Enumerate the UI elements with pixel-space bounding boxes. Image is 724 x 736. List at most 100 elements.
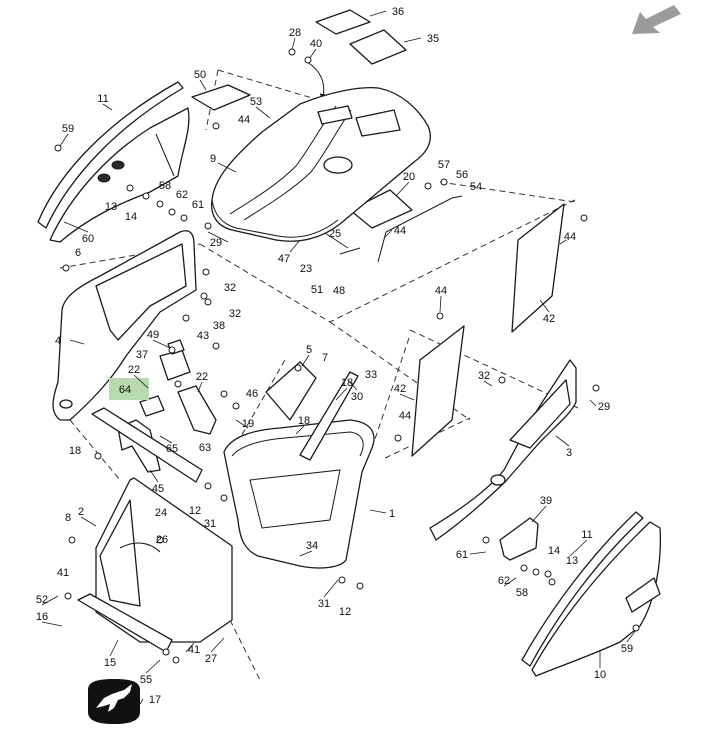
- callout-label: 35: [427, 33, 439, 45]
- grille-20: [349, 189, 413, 229]
- bracket-39: [499, 517, 539, 561]
- leader-line: [109, 639, 119, 657]
- callout-label: 14: [125, 211, 137, 223]
- callout-label: 50: [194, 69, 206, 81]
- callout-label: 17: [149, 694, 161, 706]
- leader-line: [149, 469, 159, 483]
- leader-line: [145, 659, 161, 674]
- callout-label: 11: [581, 529, 592, 541]
- fastener: [436, 312, 444, 320]
- callout-label: 12: [189, 505, 201, 517]
- callout-label: 27: [205, 653, 217, 665]
- fastener: [62, 264, 70, 272]
- callout-label: 5: [306, 344, 312, 356]
- leader-line: [335, 387, 348, 401]
- callout-label: 18: [69, 445, 81, 457]
- fastener: [304, 56, 312, 64]
- fastener: [126, 184, 134, 192]
- fastener: [482, 536, 490, 544]
- callout-label: 28: [289, 27, 301, 39]
- callout-label: 41: [57, 567, 69, 579]
- fastener: [544, 570, 552, 578]
- callout-label: 45: [152, 483, 164, 495]
- deer-logo-icon: [88, 679, 140, 724]
- callout-label: 43: [197, 330, 209, 342]
- callout-label: 62: [498, 575, 510, 587]
- callout-label: 26: [156, 534, 168, 546]
- leader-line: [139, 698, 144, 705]
- plate-64: [139, 395, 165, 417]
- leader-line: [301, 354, 310, 367]
- callout-label: 23: [300, 263, 312, 275]
- leader-line: [197, 381, 203, 393]
- fastener: [632, 624, 640, 632]
- callout-label: 7: [322, 352, 328, 364]
- callout-label: 51: [311, 284, 323, 296]
- fastener: [202, 268, 210, 276]
- callout-label: 4: [55, 335, 61, 347]
- callout-label: 18: [298, 415, 310, 427]
- leader-line: [210, 637, 225, 653]
- callout-label: 29: [210, 237, 222, 249]
- leader-line: [559, 239, 567, 245]
- fastener: [204, 482, 212, 490]
- leader-line: [235, 419, 249, 429]
- callout-label: 3: [566, 447, 572, 459]
- install-arrow: [306, 61, 328, 102]
- grille-36: [315, 9, 371, 35]
- fastener: [204, 222, 212, 230]
- callout-label: 44: [394, 225, 406, 237]
- leader-line: [399, 393, 415, 401]
- callout-label: 32: [229, 308, 241, 320]
- leader-line: [369, 10, 387, 17]
- callout-label: 52: [36, 594, 48, 606]
- hood-emblem: [323, 156, 353, 174]
- callout-label: 13: [105, 201, 117, 213]
- fastener: [592, 384, 600, 392]
- leader-line: [63, 221, 89, 233]
- leader-line: [309, 48, 317, 59]
- leader-line: [291, 37, 296, 51]
- fastener: [180, 214, 188, 222]
- callout-label: 11: [97, 93, 108, 105]
- fastener: [156, 536, 164, 544]
- callout-label: 59: [62, 123, 74, 135]
- callout-label: 13: [566, 555, 578, 567]
- callout-label: 10: [594, 669, 606, 681]
- callout-label: 47: [278, 253, 290, 265]
- callout-label: 12: [339, 606, 351, 618]
- left-trim-strip-11: [37, 81, 184, 229]
- fastener: [220, 390, 228, 398]
- grille-bar-15: [77, 593, 173, 653]
- leader-line: [185, 642, 195, 653]
- leader-line: [59, 133, 69, 147]
- leader-line: [255, 106, 271, 119]
- spring-25: [339, 247, 361, 255]
- fastener: [212, 122, 220, 130]
- leader-line: [295, 425, 305, 435]
- left-support-panel-4: [52, 230, 197, 421]
- callout-label: 63: [199, 442, 211, 454]
- leader-line: [347, 379, 358, 391]
- fastener: [54, 144, 62, 152]
- callout-label: 48: [333, 285, 345, 297]
- callout-label: 54: [470, 181, 482, 193]
- bracket-37: [159, 349, 191, 381]
- callout-label: 49: [147, 329, 159, 341]
- leader-line: [369, 509, 387, 514]
- callout-label: 65: [166, 443, 178, 455]
- callout-label: 31: [204, 518, 216, 530]
- fastener: [232, 402, 240, 410]
- leader-line: [323, 579, 339, 598]
- leader-line: [539, 299, 550, 313]
- grille-35: [349, 29, 407, 65]
- fastener: [156, 200, 164, 208]
- leader-line: [626, 629, 637, 643]
- leader-line: [289, 239, 301, 253]
- callout-label: 20: [403, 171, 415, 183]
- fastener: [162, 648, 170, 656]
- leader-line: [469, 551, 487, 555]
